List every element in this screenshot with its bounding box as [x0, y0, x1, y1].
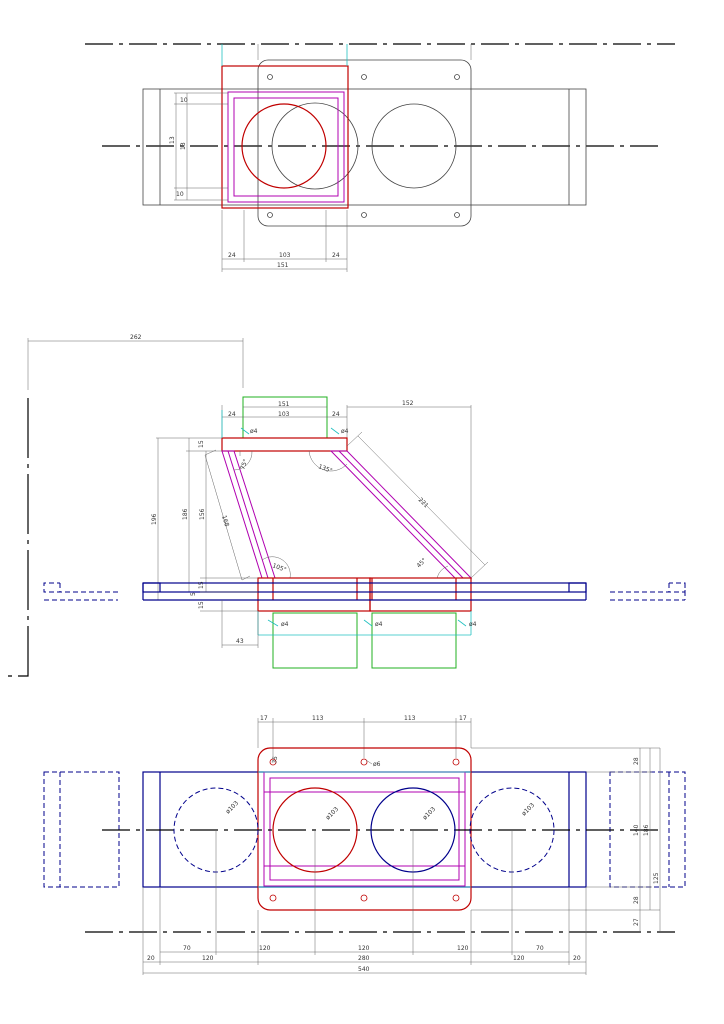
side-dim-103: 103 [278, 411, 290, 418]
side-dim-24a: 24 [228, 411, 236, 418]
bottom-dim-17a: 17 [260, 715, 268, 722]
side-top-plate [221, 437, 348, 452]
side-bottom-box-right [369, 577, 472, 612]
side-angle-75: 75° [239, 458, 249, 470]
side-dim-168: 168 [220, 515, 230, 528]
bottom-dim-120a: 120 [259, 945, 271, 952]
side-dim-262: 262 [130, 334, 142, 341]
bottom-dim-186: 186 [643, 824, 650, 836]
bottom-dim-20a: 20 [147, 955, 155, 962]
side-dim-15c: 15 [198, 601, 205, 609]
bottom-dim-140: 140 [633, 824, 640, 836]
bottom-flange-plate [257, 747, 472, 911]
side-rail-right-ghost [610, 582, 686, 593]
side-green-box-left [272, 612, 358, 669]
top-hole-right [371, 103, 457, 189]
bottom-dim-70b: 70 [536, 945, 544, 952]
top-base-rail [142, 88, 587, 206]
side-dim-152: 152 [402, 400, 414, 407]
bottom-dim-70a: 70 [183, 945, 191, 952]
side-angle-45: 45° [415, 557, 427, 569]
bottom-note-phi103-1: ø103 [224, 800, 240, 816]
side-base-rail [142, 582, 587, 593]
side-dim-196: 196 [151, 513, 158, 525]
bottom-dim-113b: 113 [404, 715, 416, 722]
side-dim-24b: 24 [332, 411, 340, 418]
bottom-dim-28b: 28 [633, 896, 640, 904]
top-dim-13a: 13 [169, 136, 176, 144]
top-dim-24a: 24 [228, 252, 236, 259]
bottom-dim-120d: 120 [202, 955, 214, 962]
top-view: 10 13 13 10 24 103 24 151 [85, 43, 675, 272]
side-view: 262 151 24 103 24 152 75° 135° 105° 45° [8, 334, 686, 677]
side-note-phi4-3: ø4 [281, 621, 289, 628]
bottom-magenta-frame [263, 771, 466, 887]
bottom-dim-28a: 28 [633, 757, 640, 765]
bottom-note-phi103-3: ø103 [421, 806, 437, 822]
bottom-note-phi103-4: ø103 [520, 802, 536, 818]
bottom-dim-27: 27 [633, 918, 640, 926]
side-dim-221: 221 [417, 496, 430, 509]
top-magenta-frame [227, 91, 345, 203]
side-dim-186: 186 [182, 508, 189, 520]
side-note-phi4-4: ø4 [375, 621, 383, 628]
top-dim-103: 103 [279, 252, 291, 259]
top-dim-151: 151 [277, 262, 289, 269]
top-dim-24b: 24 [332, 252, 340, 259]
bottom-dim-125: 125 [653, 872, 660, 884]
bottom-view: 17 113 113 17 ø6 35 [43, 715, 686, 975]
side-note-phi4-1: ø4 [250, 428, 258, 435]
bottom-dim-540: 540 [358, 966, 370, 973]
side-rail-left-ghost [43, 582, 118, 593]
side-angle-135: 135° [317, 463, 333, 475]
bottom-dim-17b: 17 [459, 715, 467, 722]
bottom-dim-120b: 120 [358, 945, 370, 952]
top-red-frame [221, 65, 349, 209]
side-dim-15b: 15 [198, 581, 205, 589]
bottom-note-phi6: ø6 [373, 761, 381, 768]
top-dim-10a: 10 [180, 97, 188, 104]
top-dim-13b: 13 [180, 142, 187, 150]
bottom-dim-113a: 113 [312, 715, 324, 722]
side-dim-151: 151 [278, 401, 290, 408]
side-dim-43: 43 [236, 638, 244, 645]
top-hole-middle [271, 102, 359, 190]
top-hole-red [241, 103, 327, 189]
bottom-note-35: 35 [271, 755, 279, 764]
side-dim-15a: 15 [198, 440, 205, 448]
top-flange-plate [257, 59, 472, 227]
side-dim-5: 5 [190, 592, 197, 596]
top-dim-10b: 10 [176, 191, 184, 198]
side-note-phi4-2: ø4 [341, 428, 349, 435]
side-angle-105: 105° [271, 562, 287, 574]
bottom-dim-120c: 120 [457, 945, 469, 952]
bottom-dim-120e: 120 [513, 955, 525, 962]
side-green-box-right [371, 612, 457, 669]
bottom-note-phi103-2: ø103 [324, 806, 340, 822]
side-dim-156: 156 [199, 508, 206, 520]
bottom-dim-280: 280 [358, 955, 370, 962]
side-note-phi4-5: ø4 [469, 621, 477, 628]
bottom-dim-20b: 20 [573, 955, 581, 962]
